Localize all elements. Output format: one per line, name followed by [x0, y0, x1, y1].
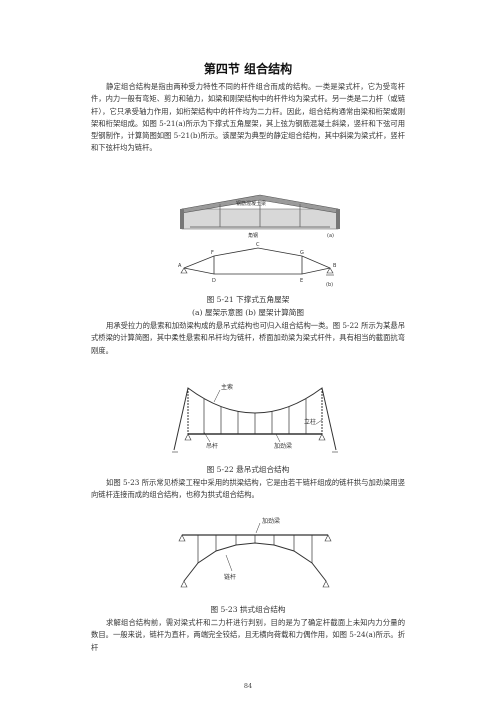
figure-5-21b-calculation-diagram: A B C D E F G (b): [178, 242, 337, 288]
figure-tag-b: (b): [326, 282, 333, 288]
figure-5-22-suspension-structure: 主索 立柱 吊杆 加劲梁: [172, 383, 338, 453]
label-main-cable: 主索: [221, 383, 233, 391]
figure-5-23-arch-structure: 加劲梁 链杆: [178, 517, 332, 588]
label-angle-steel: 角钢: [248, 232, 258, 239]
node-B: B: [333, 263, 337, 269]
node-C: C: [256, 242, 260, 248]
paragraph-2: 用承受拉力的悬索和加劲梁构成的悬吊式结构也可归入组合结构一类。图 5-22 所示…: [91, 321, 405, 355]
label-hanger: 吊杆: [206, 442, 218, 450]
paragraph-4: 求解组合结构前，需对梁式杆和二力杆进行判别，目的是为了确定杆截面上未知内力分量的…: [91, 618, 405, 652]
label-stiffening-girder: 加劲梁: [274, 442, 292, 450]
figure-5-21-caption: 图 5-21 下撑式五角屋架: [206, 295, 290, 304]
node-F: F: [211, 250, 214, 256]
section-title: 第四节 组合结构: [203, 62, 293, 76]
paragraph-1: 静定组合结构是指由两种受力特性不同的杆件组合而成的结构。一类是梁式杆，它为受弯杆…: [91, 82, 405, 153]
node-E: E: [300, 278, 303, 284]
page-number: 84: [243, 682, 253, 690]
label-concrete-beam: 钢筋混凝土梁: [236, 200, 266, 207]
figure-5-23-caption: 图 5-23 拱式组合结构: [210, 605, 286, 614]
figure-5-22-caption: 图 5-22 悬吊式组合结构: [206, 465, 290, 474]
label-stiffening-girder: 加劲梁: [262, 517, 280, 525]
node-D: D: [212, 278, 216, 284]
node-G: G: [300, 250, 304, 256]
figure-5-21a-roof-truss-sketch: 钢筋混凝土梁 角钢 (a): [180, 194, 340, 239]
node-A: A: [178, 263, 182, 269]
label-column: 立柱: [304, 418, 316, 426]
figure-5-21-subcaption: (a) 屋架示意图 (b) 屋架计算简图: [191, 308, 304, 317]
figure-tag-a: (a): [327, 233, 334, 239]
label-link-rods: 链杆: [224, 573, 236, 581]
paragraph-3: 如图 5-23 所示常见桥梁工程中采用的拱梁结构，它是由若干链杆组成的链杆拱与加…: [91, 478, 405, 500]
